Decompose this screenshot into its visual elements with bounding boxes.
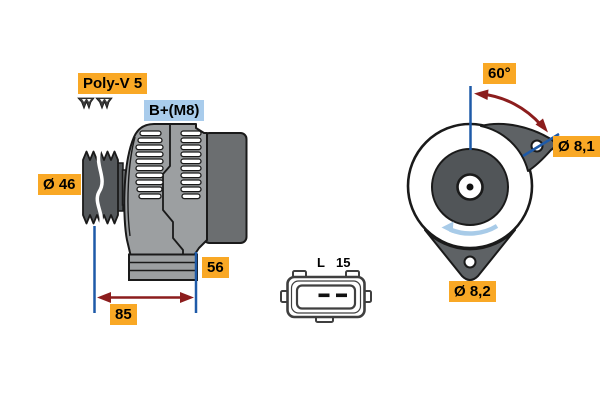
shaft-center <box>466 183 474 191</box>
label-connector-terminal-l: L <box>317 255 325 270</box>
angle-arrow-60 <box>474 89 548 133</box>
label-dimension-56: 56 <box>202 257 229 278</box>
vent-slots-left <box>135 130 164 200</box>
label-hole-diameter-82: Ø 8,2 <box>449 281 496 302</box>
label-angle-60: 60° <box>483 63 516 84</box>
mounting-hole-bottom <box>463 255 477 269</box>
mounting-ear-bottom <box>424 229 516 281</box>
vent-slots-right <box>180 130 202 200</box>
rear-housing <box>202 132 248 244</box>
label-belt-type: Poly-V 5 <box>78 73 148 94</box>
mounting-foot <box>128 253 198 281</box>
label-dimension-85: 85 <box>110 304 137 325</box>
connector-pin-15 <box>336 293 347 298</box>
belt-profile-icons <box>77 97 113 110</box>
label-terminal-b-plus: B+(M8) <box>144 100 205 121</box>
front-view <box>406 86 560 281</box>
dimension-85 <box>93 226 198 313</box>
connector-socket <box>295 284 357 310</box>
label-pulley-diameter: Ø 46 <box>38 174 81 195</box>
housing-parting-line <box>162 125 184 256</box>
mounting-ear-top <box>480 122 556 172</box>
connector-shell-inner <box>290 280 362 314</box>
label-hole-diameter-81: Ø 8,1 <box>553 136 600 157</box>
connector-pin-l <box>318 293 330 298</box>
pulley-break-line <box>95 147 104 228</box>
label-connector-terminal-15: 15 <box>336 255 351 270</box>
front-bracket-contour <box>127 136 136 237</box>
rotation-arrow <box>441 221 499 236</box>
plug-connector <box>280 270 372 323</box>
side-view <box>77 97 248 313</box>
